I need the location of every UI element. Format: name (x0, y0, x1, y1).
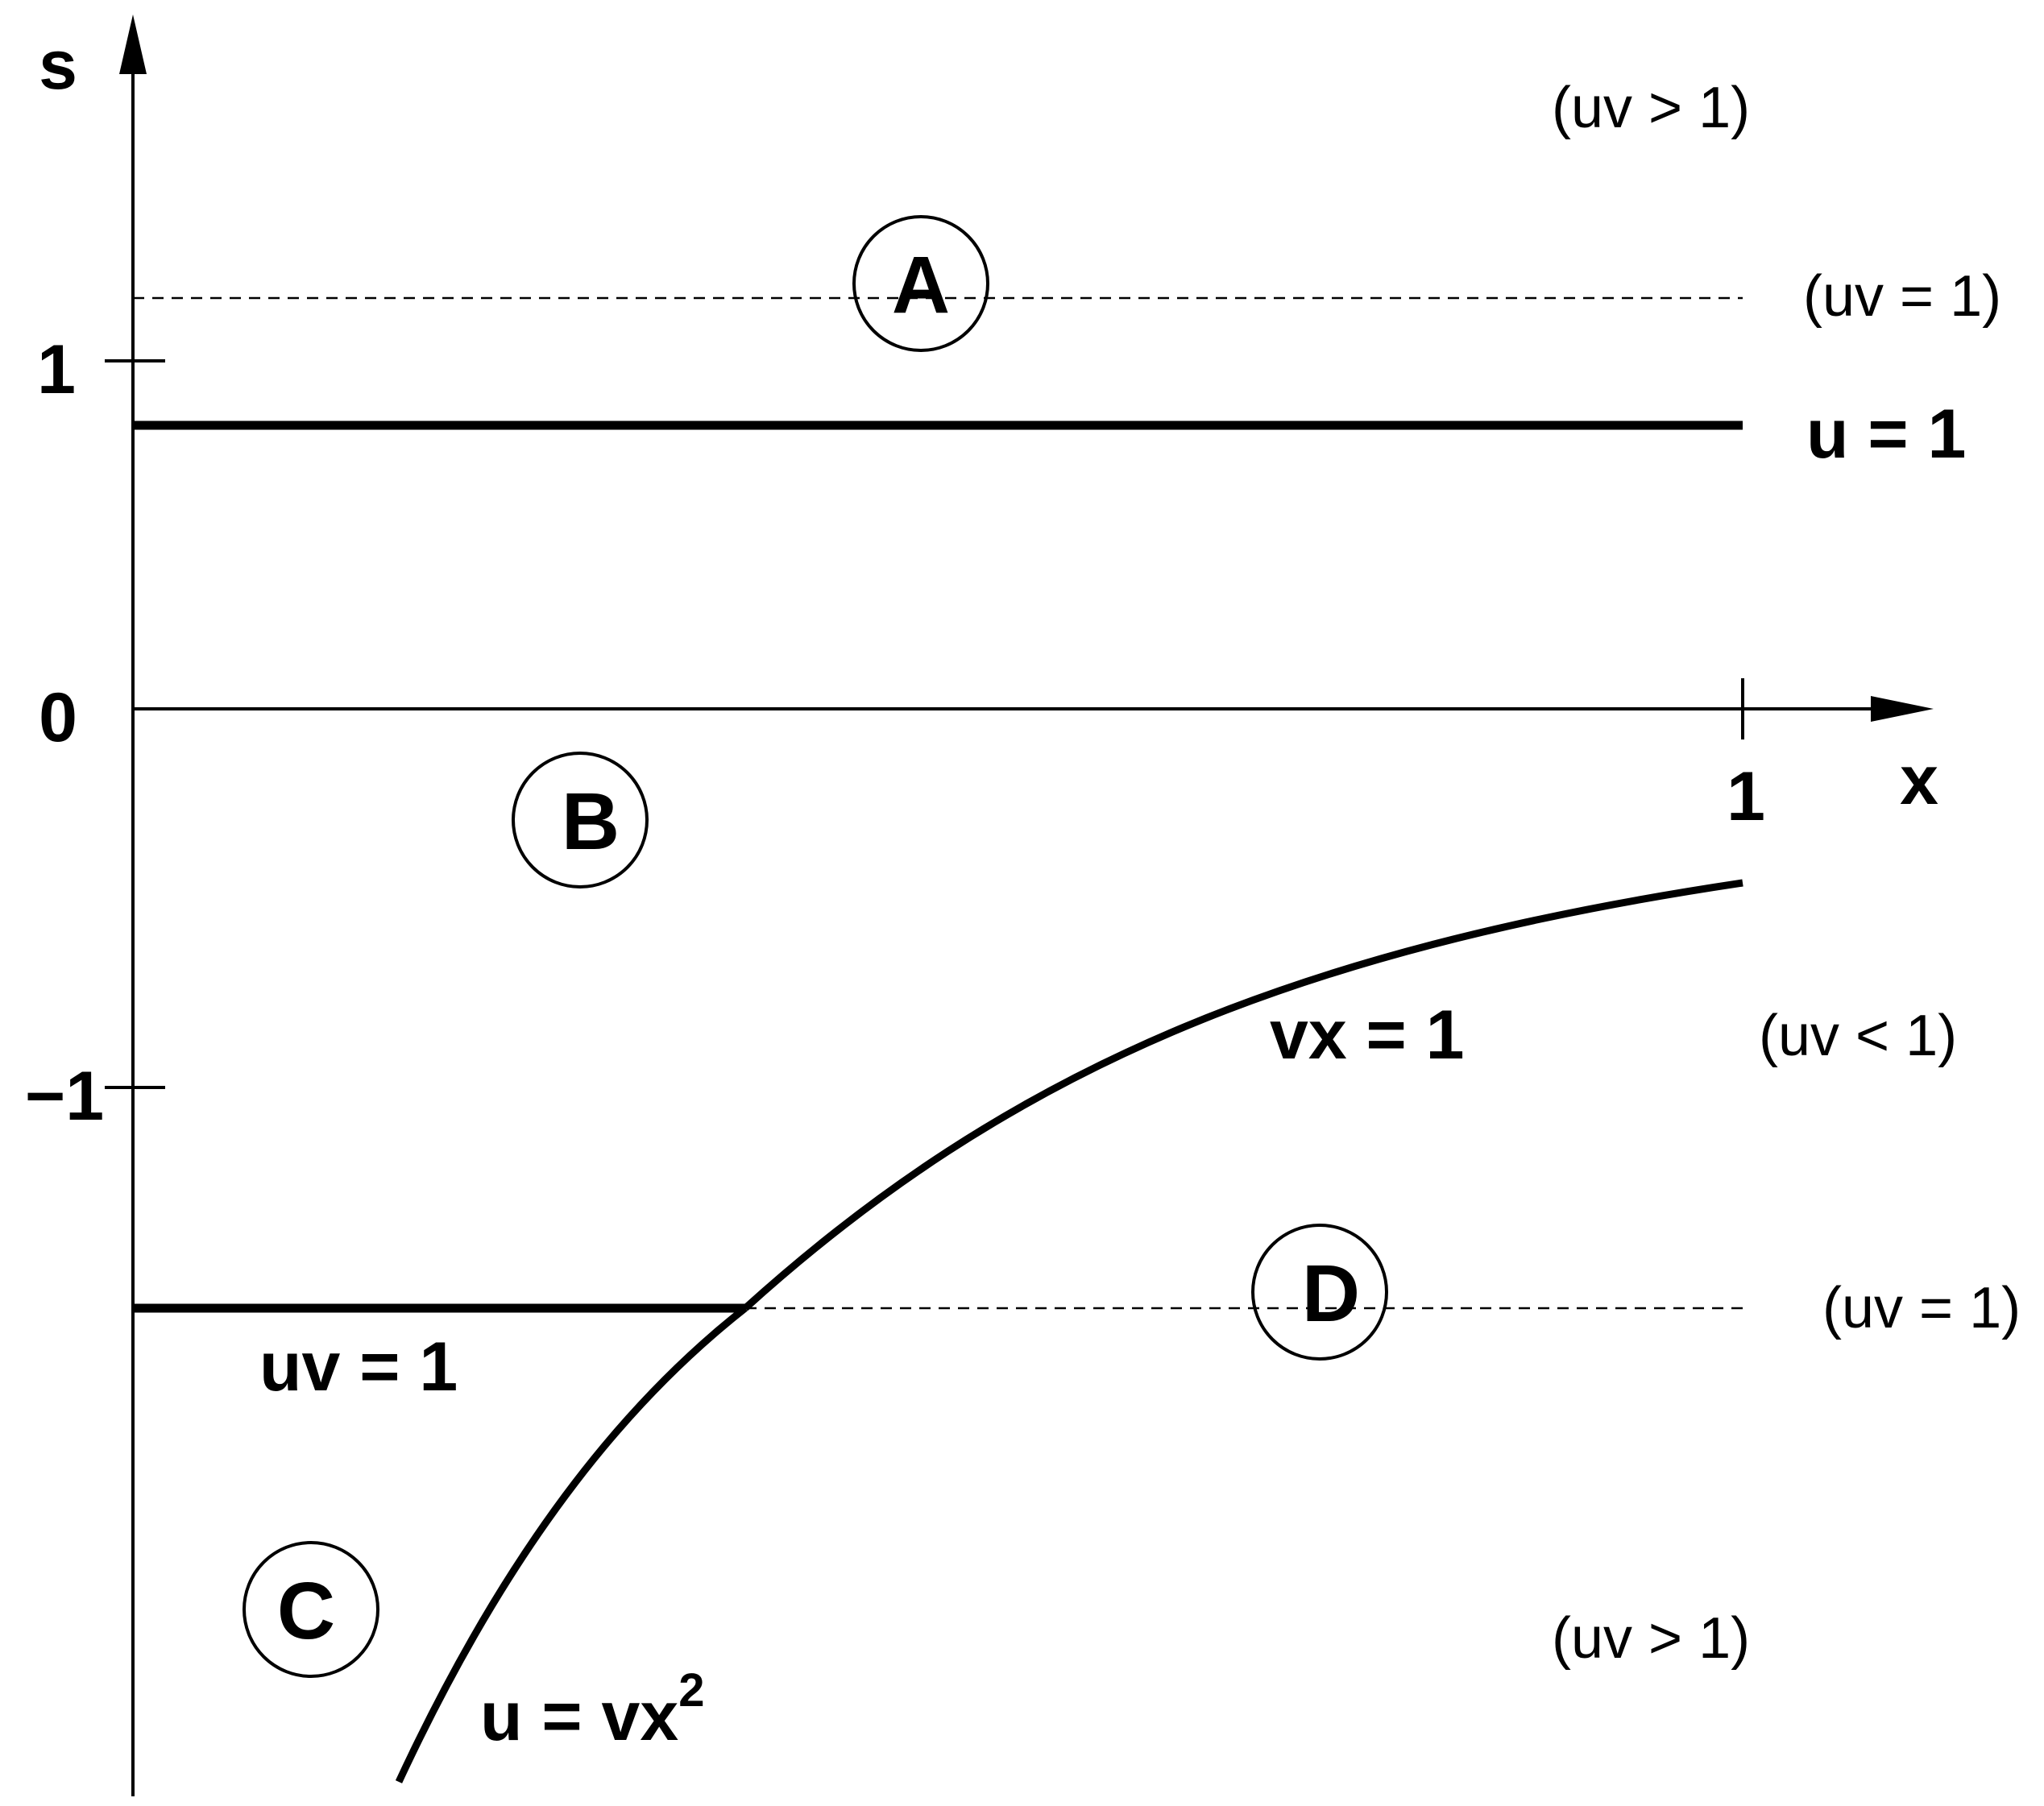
tick-label-s-one: 1 (37, 331, 76, 408)
annotation-lower-uv-equal: (uv = 1) (1822, 1276, 2021, 1340)
region-a-label: A (892, 240, 950, 330)
region-c-label: C (277, 1566, 335, 1656)
s-axis-arrowhead (119, 14, 147, 74)
annotation-middle-uv-less: (uv < 1) (1759, 1004, 1957, 1068)
u-equals-vx-squared-curve (395, 1305, 748, 1783)
region-a-circle (852, 215, 989, 352)
u-equals-vx-squared-label: u = vx2 (480, 1664, 704, 1755)
region-d-circle (1251, 1224, 1388, 1361)
tick-label-s-zero: 0 (39, 679, 77, 756)
region-c-circle (243, 1541, 379, 1678)
uv-equals-one-label: uv = 1 (259, 1328, 458, 1406)
tick-label-x-one: 1 (1727, 758, 1765, 835)
x-axis-label: x (1900, 742, 1938, 819)
u-equals-one-label: u = 1 (1806, 396, 1966, 473)
u-equals-vx-squared-base: u = vx (480, 1678, 678, 1755)
annotation-top-uv-greater: (uv > 1) (1552, 76, 1750, 140)
vx-equals-one-curve (742, 879, 1743, 1311)
region-b-circle (512, 752, 649, 889)
vx-equals-one-label: vx = 1 (1270, 996, 1465, 1074)
region-b-label: B (562, 777, 620, 867)
region-d-label: D (1302, 1249, 1360, 1339)
x-axis-arrowhead (1871, 696, 1934, 722)
annotation-bottom-uv-greater: (uv > 1) (1552, 1606, 1750, 1671)
u-equals-vx-squared-exponent: 2 (678, 1664, 704, 1717)
tick-label-s-minus-one: −1 (25, 1058, 104, 1135)
s-axis-label: s (39, 27, 77, 104)
annotation-upper-uv-equal: (uv = 1) (1803, 264, 2001, 329)
